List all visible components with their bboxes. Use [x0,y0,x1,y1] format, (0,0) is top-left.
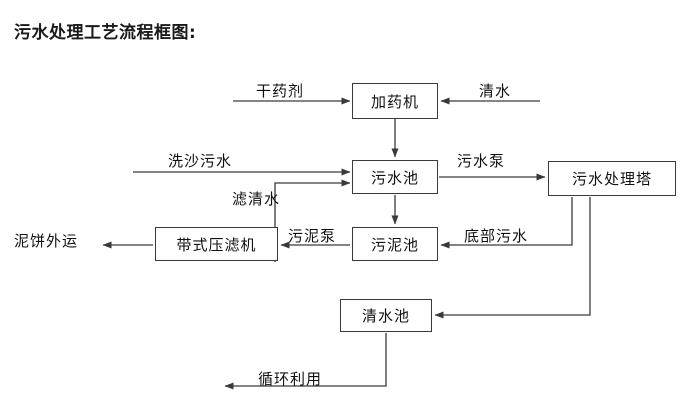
node-treatment-tower[interactable]: 污水处理塔 [548,161,676,196]
edge-clearwater-to-recycle [224,333,387,390]
edge-label-mud-cake-transport: 泥饼外运 [14,232,79,250]
edge-filtered-water-to-wastewater [274,179,351,262]
node-dosing-machine[interactable]: 加药机 [352,83,438,119]
edge-label-sewage-pump: 污水泵 [457,152,506,170]
node-wastewater-pool[interactable]: 污水池 [352,160,438,194]
edge-tower-to-sludge [440,197,573,249]
edge-label-dry-chemical: 干药剂 [256,82,305,100]
edge-label-filtered-water: 滤清水 [232,190,281,208]
node-dosing-machine-label: 加药机 [370,92,419,111]
edge-label-sludge-pump: 污泥泵 [288,227,337,245]
node-clear-water-pool[interactable]: 清水池 [340,299,432,332]
edge-tower-to-clearwater [434,197,591,319]
node-sludge-pool[interactable]: 污泥池 [352,227,438,261]
node-wastewater-pool-label: 污水池 [370,168,419,187]
page-title: 污水处理工艺流程框图: [14,23,197,43]
edge-label-recycle-reuse: 循环利用 [258,370,323,388]
node-clear-water-pool-label: 清水池 [361,307,410,325]
node-belt-filter-press-label: 带式压滤机 [176,235,257,254]
edge-label-sand-wash-sewage: 洗沙污水 [168,152,233,170]
edge-label-bottom-sewage: 底部污水 [464,227,529,245]
node-treatment-tower-label: 污水处理塔 [571,170,652,188]
node-belt-filter-press[interactable]: 带式压滤机 [155,227,278,261]
edge-label-clean-water: 清水 [479,82,512,100]
node-sludge-pool-label: 污泥池 [370,235,419,254]
